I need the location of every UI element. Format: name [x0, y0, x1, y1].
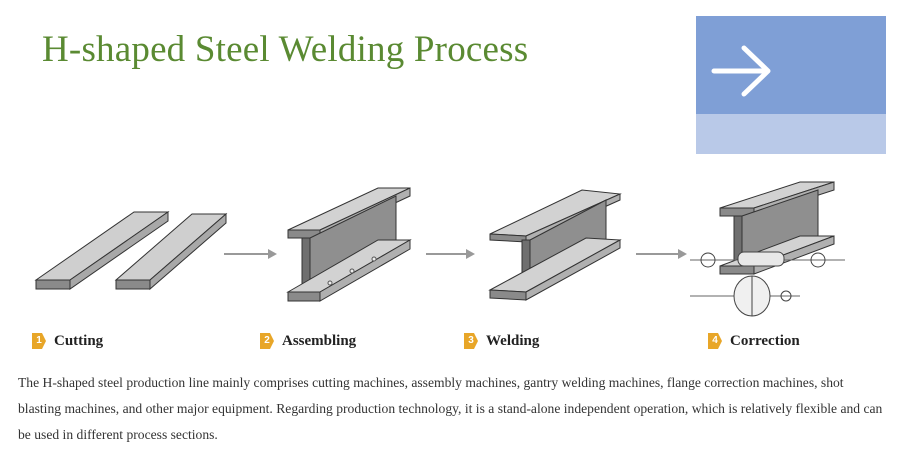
step-cutting: 1 Cutting [32, 330, 103, 352]
page-title: H-shaped Steel Welding Process [42, 29, 529, 70]
process-diagram [34, 181, 845, 317]
step-number-badge: 3 [464, 333, 478, 349]
step-number-badge: 2 [260, 333, 274, 349]
cutting-illustration [34, 211, 228, 291]
step-label: Correction [730, 332, 800, 349]
step-assembling: 2 Assembling [260, 330, 356, 352]
step-number-badge: 4 [708, 333, 722, 349]
flow-arrow [636, 249, 687, 259]
welding-illustration [488, 189, 622, 301]
assembling-illustration [286, 187, 412, 302]
description-paragraph: The H-shaped steel production line mainl… [18, 375, 883, 442]
step-label: Welding [486, 332, 540, 349]
correction-illustration [690, 181, 845, 317]
step-welding: 3 Welding [464, 330, 539, 352]
step-correction: 4 Correction [708, 330, 800, 352]
flow-arrow [426, 249, 475, 259]
step-label: Cutting [54, 332, 104, 349]
arrow-right-icon [711, 45, 771, 97]
flow-arrow [224, 249, 277, 259]
next-arrow-button[interactable] [696, 16, 886, 154]
step-label: Assembling [282, 332, 357, 349]
step-number-badge: 1 [32, 333, 46, 349]
